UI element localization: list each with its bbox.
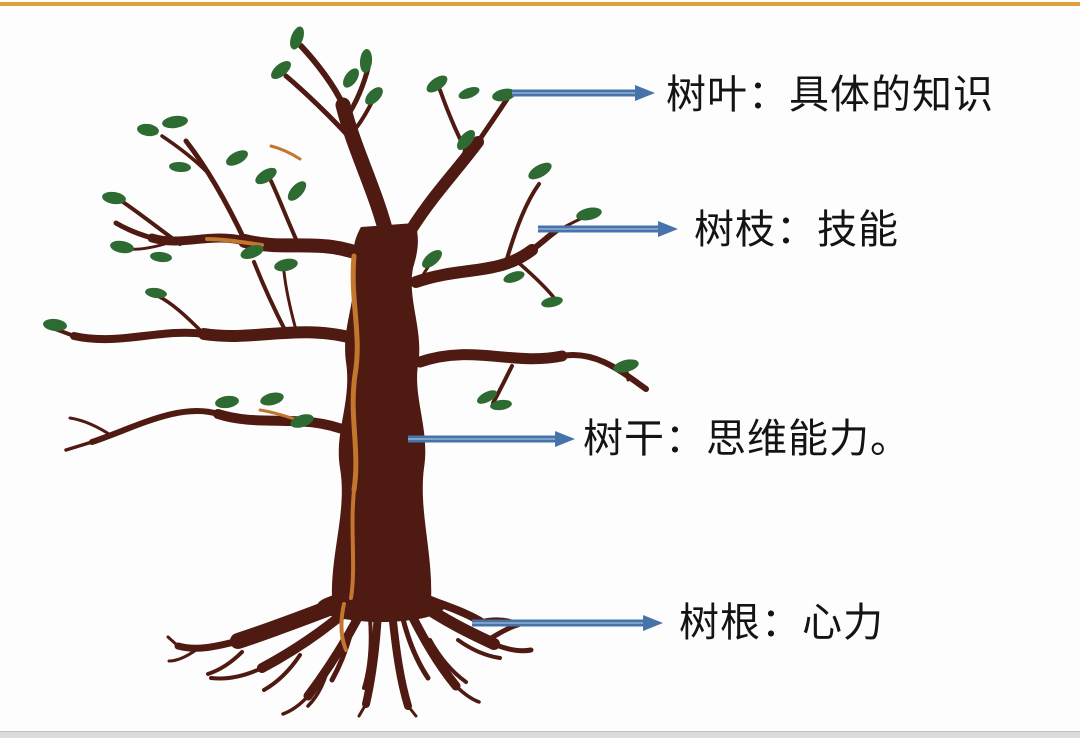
bark-highlight: [205, 144, 360, 652]
tree-leaves: [43, 26, 639, 428]
label-leaves: 树叶：具体的知识: [666, 73, 994, 117]
label-roots: 树根：心力: [679, 601, 884, 645]
arrow-icon: [538, 221, 678, 237]
arrow-icon: [408, 431, 575, 447]
arrow-icon: [472, 615, 663, 631]
label-trunk: 树干：思维能力。: [583, 417, 911, 461]
arrow-icon: [512, 85, 655, 101]
bottom-gray-bar: [0, 731, 1080, 738]
label-branches: 树枝：技能: [694, 208, 899, 252]
top-gold-rule: [0, 2, 1080, 6]
